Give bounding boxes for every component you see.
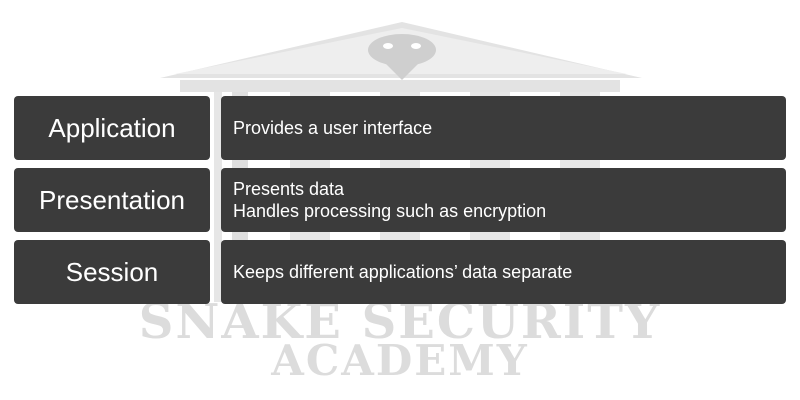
layer-name-application: Application [14, 96, 210, 160]
description-line: Presents data [233, 179, 345, 199]
description-line: Handles processing such as encryption [233, 201, 547, 221]
layer-row-application: Application Provides a user interface [14, 96, 786, 160]
layer-row-session: Session Keeps different applications’ da… [14, 240, 786, 304]
layer-description-session: Keeps different applications’ data separ… [221, 240, 786, 304]
layer-row-presentation: Presentation Presents data Handles proce… [14, 168, 786, 232]
layer-description-presentation: Presents data Handles processing such as… [221, 168, 786, 232]
snake-head-icon [368, 34, 436, 80]
layer-name-presentation: Presentation [14, 168, 210, 232]
description-line: Provides a user interface [233, 118, 433, 138]
layer-description-application: Provides a user interface [221, 96, 786, 160]
layer-name-session: Session [14, 240, 210, 304]
watermark-line1: SNAKE SECURITY [138, 294, 662, 350]
watermark-line2: ACADEMY [271, 336, 529, 385]
description-line: Keeps different applications’ data separ… [233, 262, 573, 282]
